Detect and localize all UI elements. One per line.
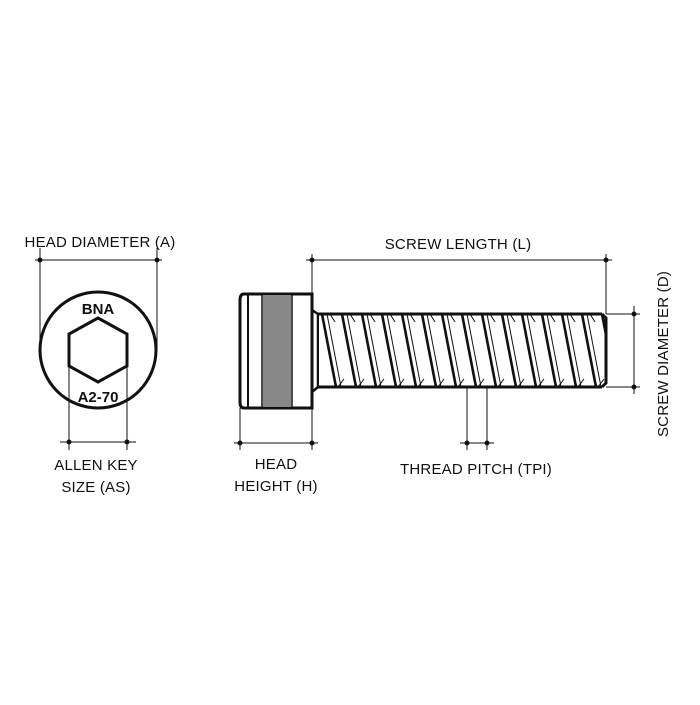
thread-crest	[500, 314, 518, 387]
head-knurling	[263, 296, 291, 406]
thread-root	[326, 314, 342, 387]
thread-root	[346, 314, 362, 387]
screw-diameter-dimension	[606, 306, 640, 394]
screw-length-dimension	[306, 254, 612, 314]
head-diameter-dimension	[35, 248, 162, 352]
thread-crest	[340, 314, 358, 387]
thread-root	[406, 314, 422, 387]
thread-crest	[460, 314, 478, 387]
thread-crest	[600, 314, 606, 342]
thread-crest	[580, 314, 598, 387]
head-brand-marking: BNA	[82, 301, 115, 318]
screw-side-view	[238, 292, 624, 410]
thread-root	[486, 314, 502, 387]
thread-root	[506, 314, 522, 387]
screw-threads	[320, 314, 624, 387]
thread-root	[607, 314, 621, 387]
thread-crest	[400, 314, 418, 387]
thread-crest	[560, 314, 578, 387]
head-top-view: BNA A2-70	[38, 290, 158, 410]
screw-length-label: SCREW LENGTH (L)	[385, 236, 532, 253]
thread-root	[466, 314, 482, 387]
head-height-label-line1: HEAD	[255, 456, 297, 473]
thread-root	[446, 314, 462, 387]
head-grade-marking: A2-70	[78, 389, 119, 406]
head-height-label-line2: HEIGHT (H)	[234, 478, 317, 495]
screw-diameter-label: SCREW DIAMETER (D)	[655, 271, 672, 437]
thread-crest	[480, 314, 498, 387]
allen-key-dimension	[60, 366, 136, 450]
thread-root	[546, 314, 562, 387]
thread-crest	[540, 314, 558, 387]
thread-crest	[440, 314, 458, 387]
hex-socket-icon	[67, 316, 129, 384]
thread-root	[566, 314, 582, 387]
thread-crest	[320, 314, 338, 387]
thread-crest	[360, 314, 378, 387]
thread-root	[366, 314, 382, 387]
thread-pitch-dimension	[460, 387, 494, 450]
thread-root	[386, 314, 402, 387]
thread-root	[586, 314, 602, 387]
thread-crest	[420, 314, 438, 387]
head-diameter-label: HEAD DIAMETER (A)	[25, 234, 176, 251]
thread-pitch-label: THREAD PITCH (TPI)	[400, 461, 552, 478]
allen-key-label-line2: SIZE (AS)	[61, 479, 130, 496]
allen-key-label-line1: ALLEN KEY	[54, 457, 138, 474]
screw-shank	[317, 312, 624, 389]
thread-flank	[610, 314, 624, 387]
screw-head	[238, 292, 314, 410]
thread-crest	[520, 314, 538, 387]
thread-root	[426, 314, 442, 387]
thread-crest	[380, 314, 398, 387]
thread-root	[526, 314, 542, 387]
head-height-dimension	[234, 408, 318, 450]
